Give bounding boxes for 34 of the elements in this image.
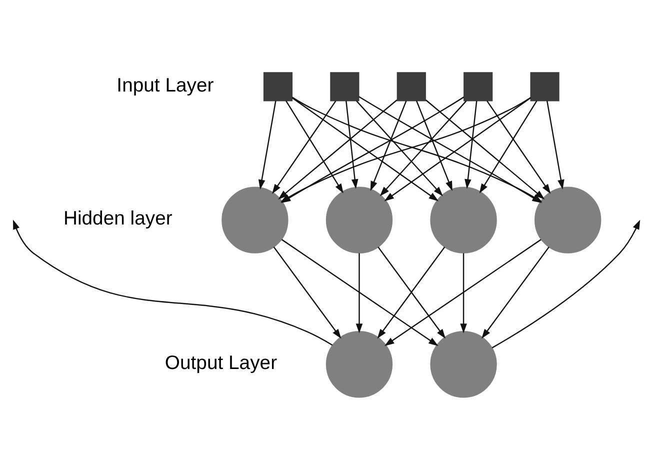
arrow bbox=[286, 100, 344, 194]
node-box bbox=[530, 72, 560, 102]
arrow bbox=[258, 100, 276, 190]
node-box bbox=[396, 72, 426, 102]
node-circle bbox=[326, 331, 393, 398]
arrow bbox=[486, 100, 551, 194]
arrow bbox=[464, 100, 478, 189]
label: Input Layer bbox=[116, 74, 214, 96]
arrow bbox=[416, 100, 452, 191]
arrow bbox=[346, 100, 358, 189]
arrow bbox=[370, 100, 407, 191]
node-box bbox=[263, 72, 293, 102]
arrow bbox=[278, 100, 398, 200]
arrow bbox=[292, 98, 439, 202]
node-circle bbox=[430, 331, 497, 398]
arrow bbox=[384, 98, 531, 202]
arrow bbox=[13, 220, 333, 346]
arrow bbox=[479, 100, 538, 194]
arrow bbox=[425, 100, 545, 200]
node-box bbox=[464, 72, 493, 102]
arrow bbox=[384, 239, 542, 346]
arrow bbox=[281, 239, 438, 346]
arrow bbox=[380, 100, 467, 196]
label: Hidden layer bbox=[63, 208, 172, 230]
arrow bbox=[272, 100, 336, 194]
arrow bbox=[482, 246, 550, 339]
arrow bbox=[546, 100, 564, 190]
arrow bbox=[492, 220, 640, 348]
arrow bbox=[460, 253, 467, 334]
arrow bbox=[273, 246, 342, 339]
arrow bbox=[356, 253, 363, 334]
label: Output Layer bbox=[164, 352, 278, 374]
arrow bbox=[356, 100, 443, 196]
node-box bbox=[330, 72, 360, 102]
